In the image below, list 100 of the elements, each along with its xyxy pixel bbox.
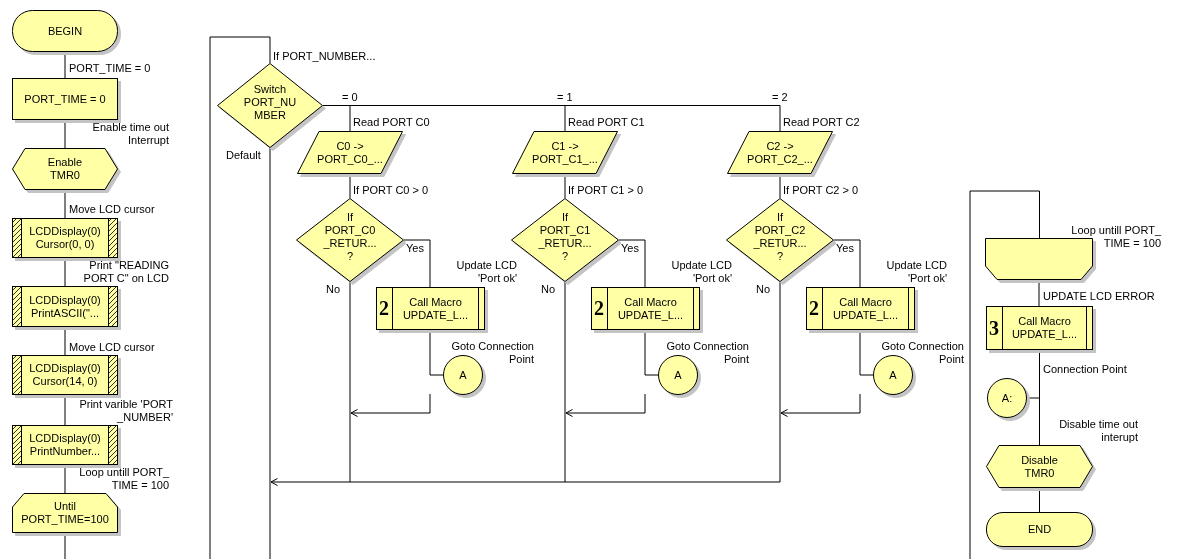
connector-line — [64, 394, 66, 426]
connection-point-circle — [873, 355, 913, 395]
macro-call-box — [376, 287, 485, 330]
node-text: A — [889, 368, 897, 382]
connector-line — [349, 173, 351, 199]
node-text: Enable TMR0 — [47, 156, 83, 182]
node-text: BEGIN — [47, 24, 83, 38]
annotation-text: Enable time out Interrupt — [91, 121, 169, 147]
edge-label: = 0 — [342, 91, 358, 104]
connector-line — [564, 173, 566, 199]
connector-line — [349, 281, 351, 483]
connector-line — [64, 464, 66, 494]
connector-line — [859, 329, 874, 376]
annotation-text: Goto Connection Point — [665, 340, 749, 366]
node-text: Disable TMR0 — [1021, 453, 1058, 480]
connector-line — [1026, 397, 1040, 446]
node-text: PORT_TIME = 0 — [24, 92, 106, 106]
node-text: Call Macro UPDATE_L... — [616, 295, 685, 322]
annotation-text: Disable time out interupt — [1058, 418, 1138, 444]
annotation-text: If PORT_NUMBER... — [273, 50, 377, 63]
annotation-text: Read PORT C1 — [568, 116, 646, 129]
input-parallelogram — [727, 131, 833, 174]
process-box — [12, 78, 118, 120]
connector-line — [64, 189, 66, 219]
node-text: A — [459, 368, 467, 382]
edge-label: No — [756, 283, 771, 296]
annotation-text: Update LCD 'Port ok' — [455, 259, 517, 285]
macro-call-box — [986, 306, 1093, 350]
edge-label: No — [326, 283, 341, 296]
component-macro-box — [12, 218, 118, 258]
annotation-text: Connection Point — [1043, 363, 1128, 376]
edge-label: Default — [226, 149, 261, 162]
node-text: C1 -> PORT_C1_... — [531, 139, 599, 166]
connector-line — [618, 239, 646, 288]
edge-label: = 2 — [772, 91, 788, 104]
terminator-shape — [986, 512, 1093, 547]
connection-point-circle — [987, 378, 1027, 418]
edge-label: Yes — [621, 242, 639, 255]
annotation-text: If PORT C0 > 0 — [353, 184, 430, 197]
connector-line — [644, 329, 659, 376]
terminator-shape — [12, 10, 118, 52]
node-text: If PORT_C0 _RETUR... ? — [323, 211, 377, 263]
arrow — [270, 281, 781, 486]
annotation-text: If PORT C2 > 0 — [783, 184, 860, 197]
connection-point-circle — [658, 355, 698, 395]
macro-number: 2 — [593, 296, 605, 321]
connector-line — [779, 173, 781, 199]
node-text: END — [1027, 523, 1052, 536]
decision-diamond — [296, 198, 404, 282]
edge-label: Yes — [406, 242, 424, 255]
connector-line — [64, 51, 66, 79]
loop-start-box — [12, 493, 118, 533]
connection-point-circle — [443, 355, 483, 395]
connector-line — [1038, 279, 1040, 307]
node-text: Call Macro UPDATE_L... — [831, 295, 900, 322]
connector-line — [564, 281, 566, 483]
node-text: C2 -> PORT_C2_... — [746, 139, 814, 166]
decision-diamond — [217, 63, 323, 148]
component-macro-box — [12, 425, 118, 465]
macro-number: 2 — [378, 296, 390, 321]
connector-line — [64, 119, 66, 149]
annotation-text: Read PORT C0 — [353, 116, 431, 129]
loop-end-box — [985, 238, 1093, 280]
hexagon-box — [12, 148, 118, 190]
annotation-text: Print "READING PORT C" on LCD — [82, 259, 169, 285]
annotation-text: Move LCD cursor — [69, 203, 156, 216]
input-parallelogram — [512, 131, 618, 174]
annotation-text: UPDATE LCD ERROR — [1043, 290, 1156, 303]
connector-line — [269, 147, 271, 559]
node-text: Until PORT_TIME=100 — [21, 500, 109, 526]
edge-label: = 1 — [557, 91, 573, 104]
macro-number: 2 — [808, 296, 820, 321]
node-text: If PORT_C1 _RETUR... ? — [538, 211, 592, 263]
node-text: LCDDisplay(0) PrintNumber... — [28, 432, 102, 458]
node-text: Switch PORT_NU MBER — [243, 83, 297, 122]
input-parallelogram — [297, 131, 403, 174]
macro-call-box — [591, 287, 700, 330]
edge-label: No — [541, 283, 556, 296]
annotation-text: Update LCD 'Port ok' — [670, 259, 732, 285]
macro-number: 3 — [988, 315, 1000, 341]
component-macro-box — [12, 286, 118, 327]
annotation-text: Move LCD cursor — [69, 341, 156, 354]
annotation-text: Goto Connection Point — [450, 340, 534, 366]
connector-line — [64, 257, 66, 287]
macro-call-box — [806, 287, 915, 330]
edge-label: Yes — [836, 242, 854, 255]
annotation-text: Loop untill PORT_ TIME = 100 — [1070, 224, 1161, 250]
annotation-text: Update LCD 'Port ok' — [885, 259, 947, 285]
annotation-text: Read PORT C2 — [783, 116, 861, 129]
node-text: If PORT_C2 _RETUR... ? — [753, 211, 807, 263]
connector-line — [64, 326, 66, 356]
node-text: A: — [1001, 391, 1013, 405]
node-text: LCDDisplay(0) Cursor(0, 0) — [28, 225, 102, 251]
connector-line — [1039, 487, 1040, 513]
node-text: Call Macro UPDATE_L... — [1010, 315, 1079, 341]
connector-line — [403, 239, 431, 288]
annotation-text: Print varible 'PORT _NUMBER' — [78, 398, 173, 424]
connector-line — [833, 239, 861, 288]
node-text: LCDDisplay(0) Cursor(14, 0) — [28, 362, 102, 388]
node-text: A — [674, 368, 682, 382]
